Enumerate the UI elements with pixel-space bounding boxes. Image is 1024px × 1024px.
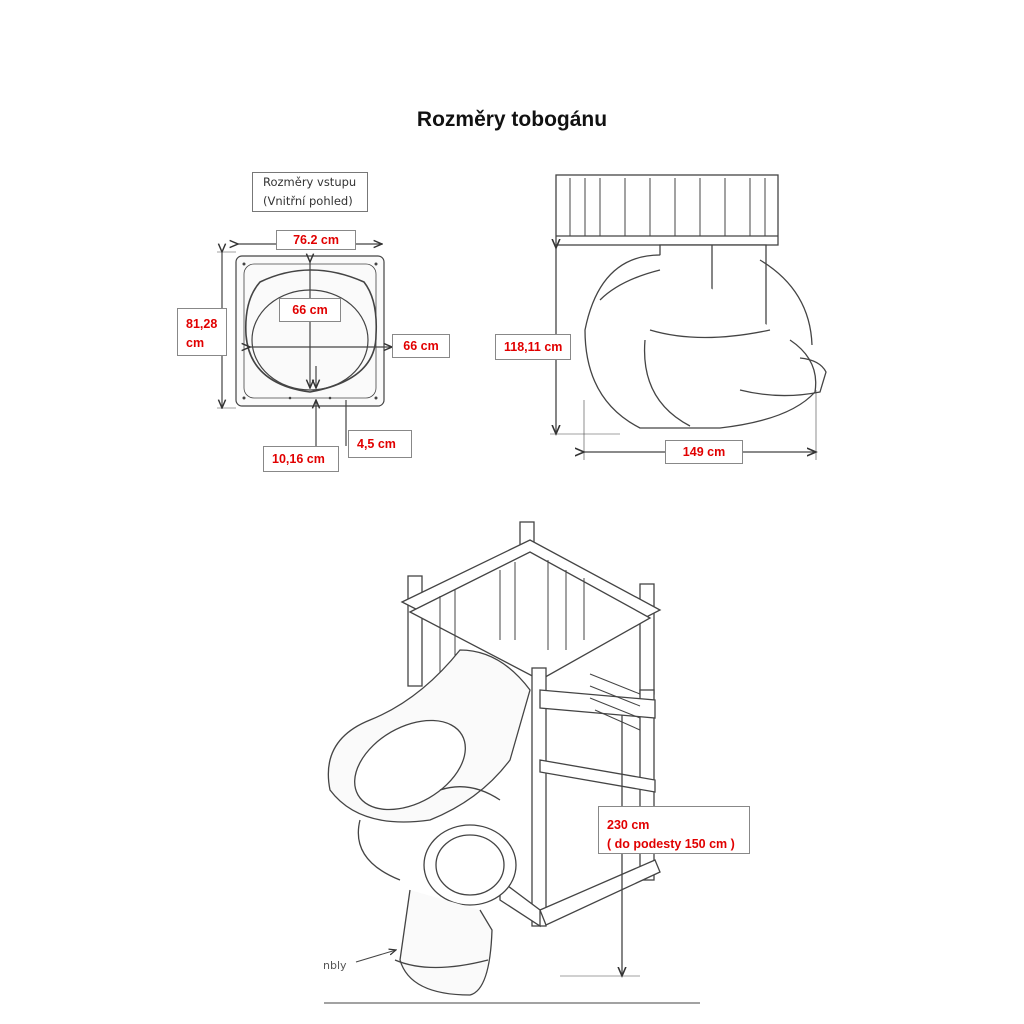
entry-height-value: 81,28 (186, 317, 218, 331)
page-title: Rozměry tobogánu (416, 108, 608, 131)
tower-perspective (324, 521, 700, 1004)
tower-height-label: 230 cm ( do podesty 150 cm ) (598, 806, 750, 854)
slide-height-label: 118,11 cm (495, 334, 571, 360)
opening-height-label: 66 cm (279, 298, 341, 322)
lip-depth-label: 4,5 cm (348, 430, 412, 458)
bottom-offset-label: 10,16 cm (263, 446, 339, 472)
tower-deck-section (555, 174, 779, 246)
slide-length-label: 149 cm (665, 440, 743, 464)
tower-height-value: 230 cm (607, 818, 650, 832)
entry-height-label: 81,28 cm (177, 308, 227, 356)
entry-caption: Rozměry vstupu (Vnitřní pohled) (252, 172, 368, 212)
entry-height-unit: cm (186, 336, 205, 350)
assembly-callout-label: nbly (323, 959, 347, 972)
platform-height-value: ( do podesty 150 cm ) (607, 837, 735, 851)
opening-width-label: 66 cm (392, 334, 450, 358)
entry-opening (244, 269, 378, 393)
entry-caption-line1: Rozměry vstupu (263, 175, 357, 189)
entry-view (217, 244, 392, 446)
entry-width-label: 76.2 cm (276, 230, 356, 250)
slide-side-view (550, 174, 827, 460)
entry-caption-line2: (Vnitřní pohled) (263, 194, 353, 208)
